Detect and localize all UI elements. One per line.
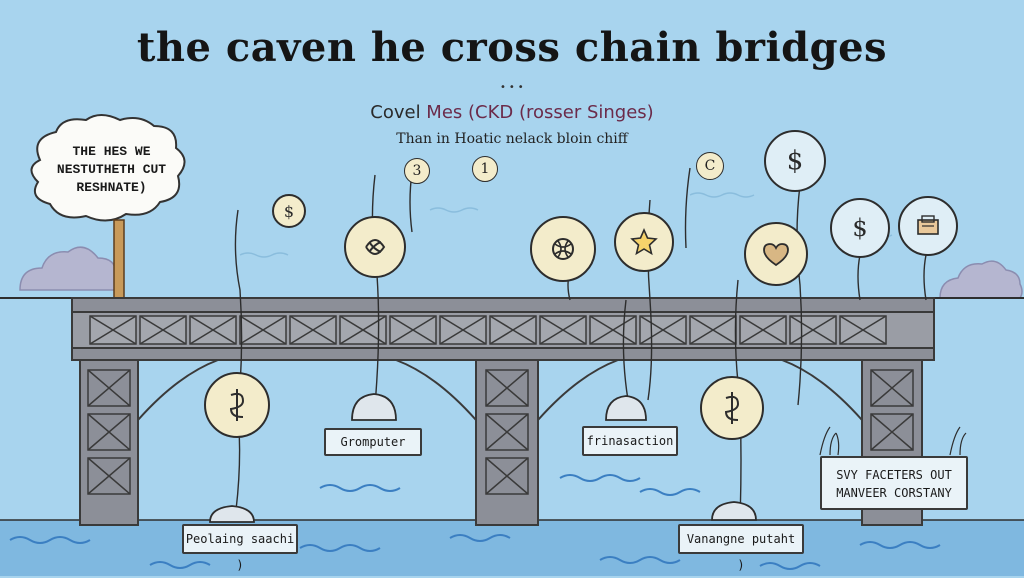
star-coin-icon <box>614 212 674 272</box>
marker-c: C <box>696 152 724 180</box>
sign-post <box>113 219 125 299</box>
dollar-coin-small: $ <box>272 194 306 228</box>
dollar-coin-big: $ <box>764 130 826 192</box>
transaction-label: frinasaction <box>582 426 678 456</box>
factors-sign-line-1: SVY FACETERS OUT <box>836 468 952 482</box>
left-cloud <box>19 246 124 291</box>
right-cloud <box>939 260 1023 299</box>
wallet-coin-icon <box>898 196 958 256</box>
hanging-coin-right-icon <box>700 376 764 440</box>
title-dots: ••• <box>500 82 527 93</box>
subtitle: Covel Mes (CKD (rosser Singes) <box>0 102 1024 123</box>
speech-line-1: THE HES WE <box>72 144 151 159</box>
page-title: the caven he cross chain bridges <box>136 24 888 71</box>
dollar-coin-right: $ <box>830 198 890 258</box>
subtitle-plain: Covel <box>370 102 427 123</box>
marker-3: 3 <box>404 158 430 184</box>
marker-1: 1 <box>472 156 498 182</box>
speech-cloud-text: THE HES WE NESTUTHETH CUT RESHNATE) <box>34 143 189 197</box>
peolaing-label: Peolaing saachi ) <box>182 524 298 572</box>
bridge-piers <box>79 359 923 526</box>
subtitle-accent: Mes (CKD (rosser Singes) <box>426 102 654 123</box>
vanang-label: Vanangne putaht ) <box>678 524 804 572</box>
factors-sign: SVY FACETERS OUT MANVEER CORSTANY <box>820 456 968 510</box>
speech-cloud-shape <box>30 114 186 222</box>
knot-coin-icon <box>344 216 406 278</box>
speech-line-2: NESTUTHETH CUT <box>56 162 167 177</box>
factors-sign-line-2: MANVEER CORSTANY <box>836 486 952 500</box>
heart-coin-icon <box>744 222 808 286</box>
caption: Than in Hoatic nelack bloin chiff <box>396 131 628 147</box>
speech-line-3: RESHNATE) <box>76 180 147 195</box>
gromputer-label: Gromputer <box>324 428 422 456</box>
tangle-coin-icon <box>530 216 596 282</box>
hanging-coin-left-icon <box>204 372 270 438</box>
